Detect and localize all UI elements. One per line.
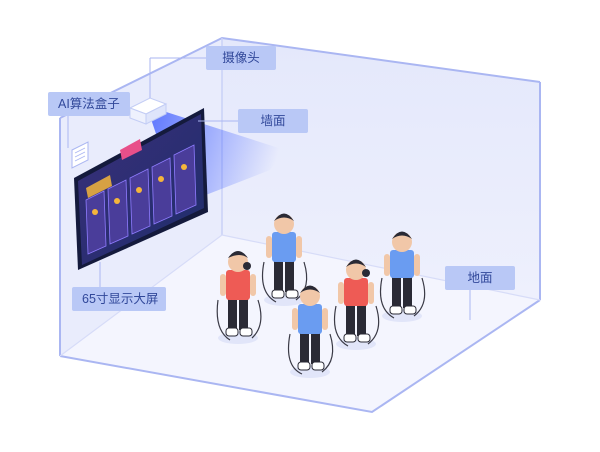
kids-group <box>216 213 426 378</box>
kid-red-1 <box>216 251 262 344</box>
label-screen: 65寸显示大屏 <box>72 287 166 311</box>
ai-box-device <box>71 141 89 169</box>
label-ai-box: AI算法盒子 <box>48 92 130 116</box>
leader-lines <box>67 57 471 320</box>
label-wall: 墙面 <box>238 109 308 133</box>
label-floor: 地面 <box>445 266 515 290</box>
kid-blue-3 <box>379 231 426 322</box>
label-camera: 摄像头 <box>206 46 276 70</box>
kid-blue-2 <box>287 285 334 378</box>
camera-device <box>128 97 168 125</box>
back-wall <box>222 38 540 300</box>
display-screen <box>74 108 208 270</box>
kid-blue-1 <box>261 213 308 306</box>
kid-red-2 <box>333 259 380 350</box>
